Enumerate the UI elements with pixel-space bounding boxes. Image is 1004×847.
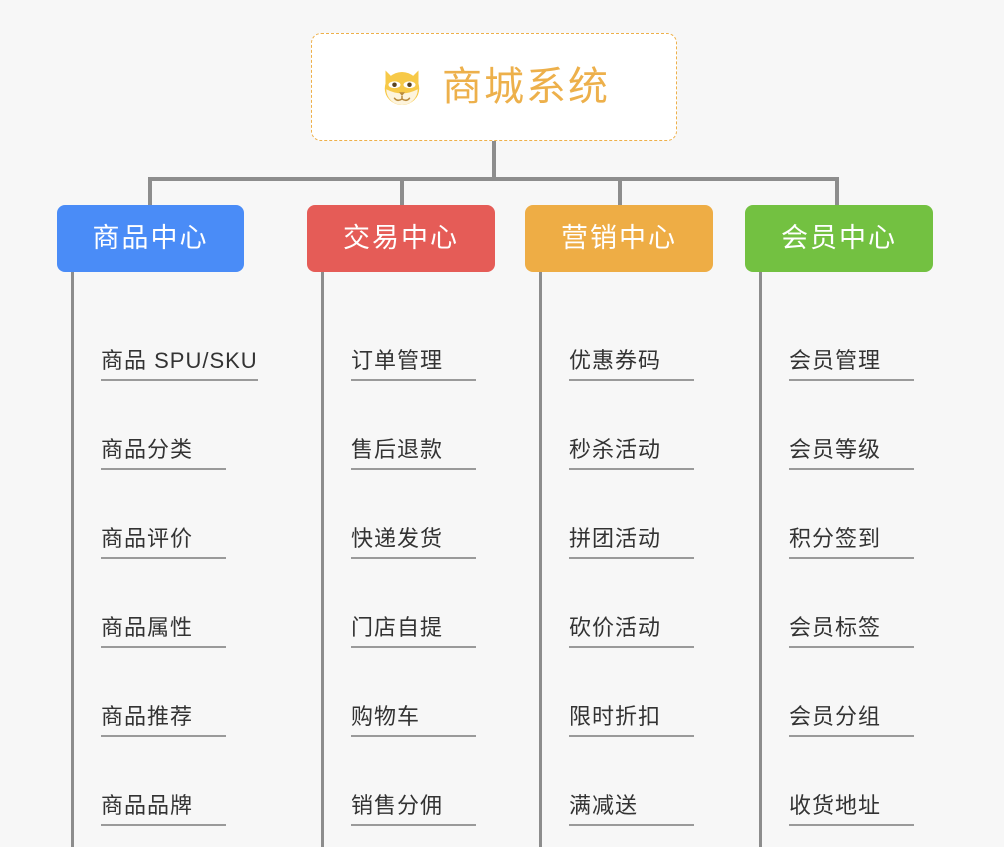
list-item[interactable]: 商品属性 [71, 559, 277, 648]
leaf-label: 售后退款 [351, 437, 476, 470]
category-column-trade: 交易中心 订单管理 售后退款 快递发货 门店自提 购物车 销售分佣 [307, 205, 527, 847]
leaf-label: 商品评价 [101, 526, 226, 559]
list-item[interactable]: 优惠券码 [539, 292, 745, 381]
leaf-label: 会员管理 [789, 348, 914, 381]
category-column-member: 会员中心 会员管理 会员等级 积分签到 会员标签 会员分组 收货地址 [745, 205, 965, 847]
category-header-label: 商品中心 [92, 223, 209, 253]
leaf-list-trade: 订单管理 售后退款 快递发货 门店自提 购物车 销售分佣 [307, 272, 527, 847]
list-item[interactable]: 砍价活动 [539, 559, 745, 648]
list-item[interactable]: 商品 SPU/SKU [71, 292, 277, 381]
shiba-dog-face-icon [384, 70, 420, 107]
category-header-marketing[interactable]: 营销中心 [525, 205, 713, 272]
root-node-mall-system[interactable]: 商城系统 [311, 33, 677, 141]
leaf-list-marketing: 优惠券码 秒杀活动 拼团活动 砍价活动 限时折扣 满减送 [525, 272, 745, 847]
list-item[interactable]: 限时折扣 [539, 648, 745, 737]
root-node-title: 商城系统 [442, 65, 610, 109]
leaf-label: 商品推荐 [101, 704, 226, 737]
connector-spine-marketing [539, 272, 542, 847]
list-item[interactable]: 商品品牌 [71, 737, 277, 826]
leaf-label: 销售分佣 [351, 793, 476, 826]
leaf-label: 商品属性 [101, 615, 226, 648]
category-header-member[interactable]: 会员中心 [745, 205, 933, 272]
leaf-label: 会员标签 [789, 615, 914, 648]
list-item[interactable]: 会员标签 [759, 559, 965, 648]
connector-drop-1 [148, 177, 152, 207]
category-header-product[interactable]: 商品中心 [57, 205, 244, 272]
connector-spine-member [759, 272, 762, 847]
leaf-label: 会员等级 [789, 437, 914, 470]
list-item[interactable]: 订单管理 [321, 292, 527, 381]
connector-drop-2 [400, 177, 404, 207]
category-header-label: 交易中心 [343, 223, 459, 253]
connector-root-stem [492, 141, 496, 180]
leaf-label: 门店自提 [351, 615, 476, 648]
list-item[interactable]: 会员管理 [759, 292, 965, 381]
list-item[interactable]: 会员等级 [759, 381, 965, 470]
list-item[interactable]: 快递发货 [321, 470, 527, 559]
list-item[interactable]: 商品分类 [71, 381, 277, 470]
leaf-label: 商品分类 [101, 437, 226, 470]
leaf-label: 积分签到 [789, 526, 914, 559]
leaf-label: 订单管理 [351, 348, 476, 381]
category-header-trade[interactable]: 交易中心 [307, 205, 495, 272]
list-item[interactable]: 满减送 [539, 737, 745, 826]
list-item[interactable]: 商品评价 [71, 470, 277, 559]
list-item[interactable]: 积分签到 [759, 470, 965, 559]
connector-spine-trade [321, 272, 324, 847]
list-item[interactable]: 会员分组 [759, 648, 965, 737]
leaf-label: 商品品牌 [101, 793, 226, 826]
leaf-label: 满减送 [569, 793, 694, 826]
leaf-label: 收货地址 [789, 793, 914, 826]
list-item[interactable]: 销售分佣 [321, 737, 527, 826]
list-item[interactable]: 购物车 [321, 648, 527, 737]
leaf-label: 优惠券码 [569, 348, 694, 381]
list-item[interactable]: 收货地址 [759, 737, 965, 826]
category-column-marketing: 营销中心 优惠券码 秒杀活动 拼团活动 砍价活动 限时折扣 满减送 [525, 205, 745, 847]
list-item[interactable]: 秒杀活动 [539, 381, 745, 470]
category-header-label: 会员中心 [781, 223, 897, 253]
list-item[interactable]: 售后退款 [321, 381, 527, 470]
leaf-label: 砍价活动 [569, 615, 694, 648]
leaf-list-member: 会员管理 会员等级 积分签到 会员标签 会员分组 收货地址 [745, 272, 965, 847]
list-item[interactable]: 门店自提 [321, 559, 527, 648]
leaf-label: 快递发货 [351, 526, 476, 559]
connector-bus-bar [148, 177, 838, 181]
leaf-label: 限时折扣 [569, 704, 694, 737]
connector-drop-4 [835, 177, 839, 207]
category-column-product: 商品中心 商品 SPU/SKU 商品分类 商品评价 商品属性 商品推荐 商品品牌 [57, 205, 277, 847]
leaf-list-product: 商品 SPU/SKU 商品分类 商品评价 商品属性 商品推荐 商品品牌 [57, 272, 277, 847]
leaf-label: 商品 SPU/SKU [101, 348, 258, 381]
leaf-label: 秒杀活动 [569, 437, 694, 470]
list-item[interactable]: 拼团活动 [539, 470, 745, 559]
leaf-label: 拼团活动 [569, 526, 694, 559]
connector-drop-3 [618, 177, 622, 207]
category-header-label: 营销中心 [561, 223, 677, 253]
leaf-label: 购物车 [351, 704, 476, 737]
list-item[interactable]: 商品推荐 [71, 648, 277, 737]
leaf-label: 会员分组 [789, 704, 914, 737]
connector-spine-product [71, 272, 74, 847]
